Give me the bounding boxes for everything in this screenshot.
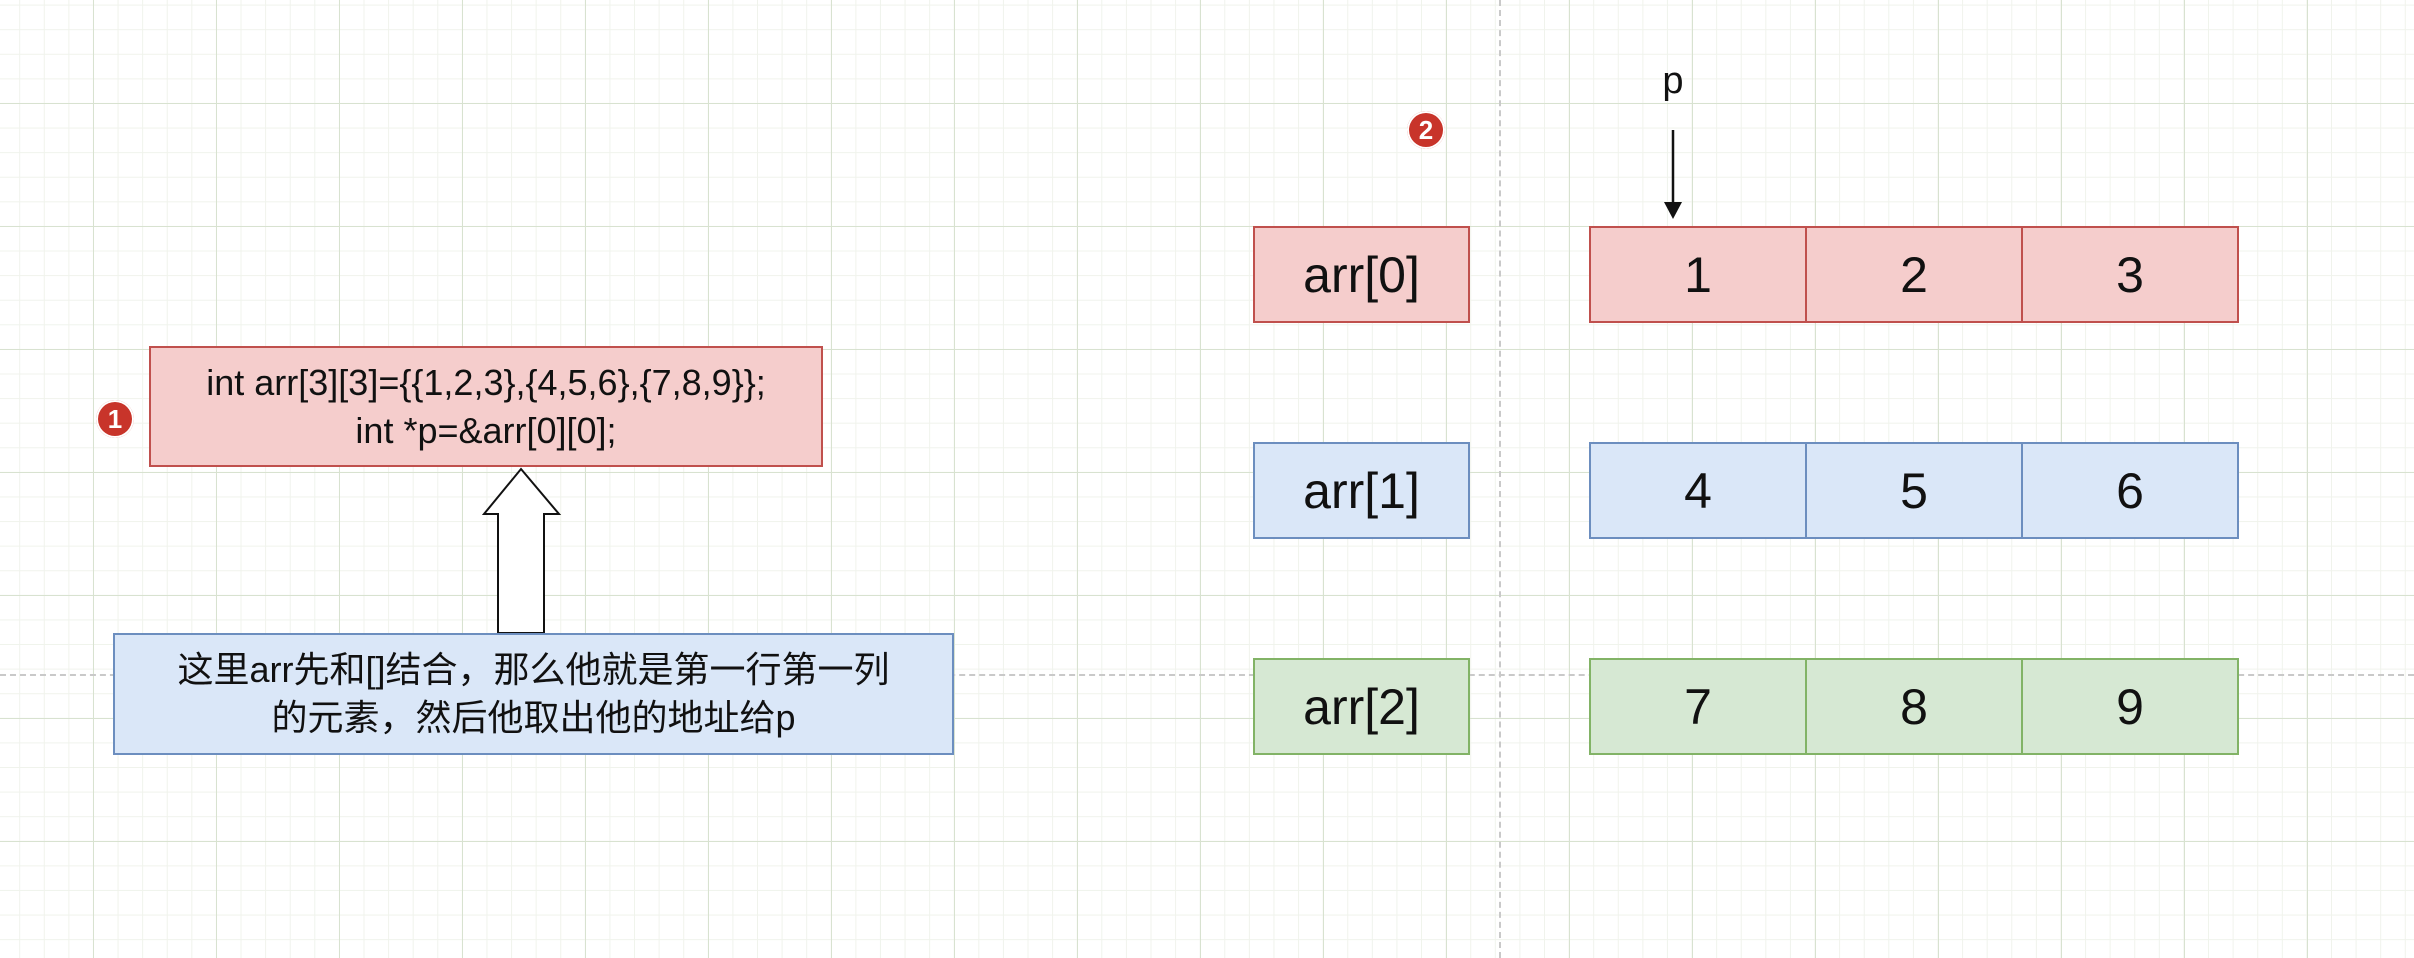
step-badge-1: 1 (96, 400, 134, 438)
array-cell[interactable]: 8 (1805, 658, 2023, 755)
explanation-note-box[interactable]: 这里arr先和[]结合，那么他就是第一行第一列 的元素，然后他取出他的地址给p (113, 633, 954, 755)
array-cell[interactable]: 9 (2021, 658, 2239, 755)
array-cell[interactable]: 5 (1805, 442, 2023, 539)
row-label-arr0[interactable]: arr[0] (1253, 226, 1470, 323)
vertical-guide-line (1499, 0, 1501, 958)
array-cell[interactable]: 4 (1589, 442, 1807, 539)
horizontal-guide-line (0, 674, 2414, 676)
note-line-2: 的元素，然后他取出他的地址给p (271, 697, 796, 738)
step-badge-2: 2 (1407, 111, 1445, 149)
hollow-up-arrow (481, 467, 562, 634)
code-line-2: int *p=&arr[0][0]; (355, 409, 617, 451)
code-declaration-box[interactable]: int arr[3][3]={{1,2,3},{4,5,6},{7,8,9}};… (149, 346, 823, 467)
array-cell[interactable]: 7 (1589, 658, 1807, 755)
row-label-arr2[interactable]: arr[2] (1253, 658, 1470, 755)
pointer-p-label: p (1662, 60, 1684, 102)
row-label-arr1[interactable]: arr[1] (1253, 442, 1470, 539)
array-cell[interactable]: 1 (1589, 226, 1807, 323)
array-cell[interactable]: 2 (1805, 226, 2023, 323)
array-cell[interactable]: 6 (2021, 442, 2239, 539)
pointer-arrow-head (1664, 202, 1682, 219)
code-line-1: int arr[3][3]={{1,2,3},{4,5,6},{7,8,9}}; (206, 361, 766, 403)
array-cell[interactable]: 3 (2021, 226, 2239, 323)
note-line-1: 这里arr先和[]结合，那么他就是第一行第一列 (177, 649, 890, 690)
